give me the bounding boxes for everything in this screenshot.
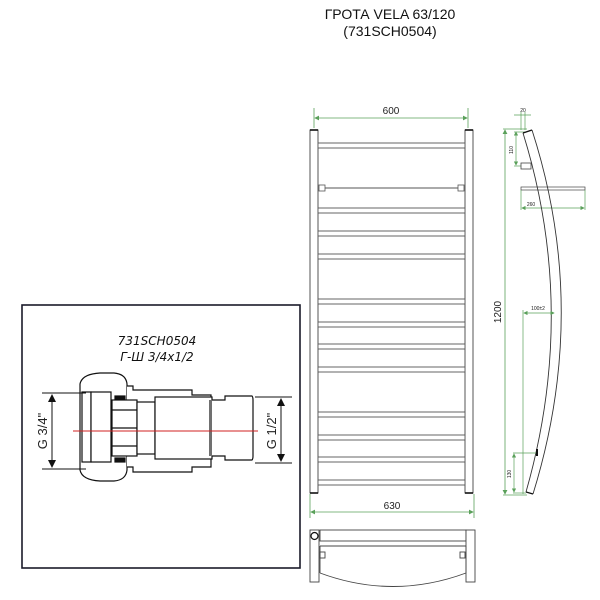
drawing-title: ГРОТА VELA 63/120 <box>324 6 456 22</box>
side-view: 1200 20 110 260 100±2 130 <box>493 108 586 496</box>
fitting-type: Г-Ш 3/4x1/2 <box>120 350 193 364</box>
rungs <box>317 142 466 486</box>
right-rail <box>464 129 474 494</box>
top-view <box>309 529 476 587</box>
mount-bracket-left <box>318 184 326 192</box>
left-rail <box>309 129 319 494</box>
depth-label: 260 <box>527 202 536 208</box>
left-thread-label: G 3/4" <box>35 412 50 449</box>
fitting-inset: 731SCH0504 Г-Ш 3/4x1/2 G 3/4" <box>21 304 301 569</box>
top-bracket-label: 110 <box>509 146 515 154</box>
height-label: 1200 <box>493 300 504 323</box>
drawing-model-code: (731SCH0504) <box>343 23 437 39</box>
bottom-bracket-label: 130 <box>507 470 513 479</box>
fitting-code: 731SCH0504 <box>118 334 196 348</box>
top-offset-label: 20 <box>520 108 526 114</box>
front-view: 600 <box>309 106 475 518</box>
mount-bracket-right <box>457 184 465 192</box>
right-thread-label: G 1/2" <box>264 412 279 449</box>
dimension-width-top: 600 <box>313 106 469 128</box>
bulge-label: 100±2 <box>531 306 545 312</box>
dimension-width-bottom: 630 <box>309 494 475 518</box>
width-top-label: 600 <box>383 106 400 117</box>
width-bottom-label: 630 <box>384 501 401 512</box>
